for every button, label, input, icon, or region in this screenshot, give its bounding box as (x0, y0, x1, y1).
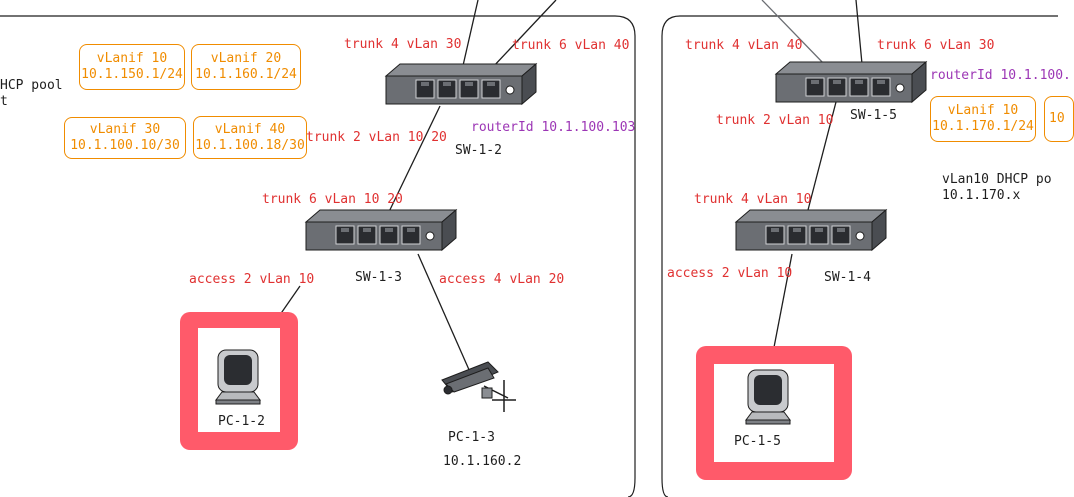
cctv-camera-icon (441, 361, 516, 412)
link-label-trunk-4-vlan-40: trunk 4 vLan 40 (685, 38, 803, 53)
link-label-trunk-6-vlan-10-20: trunk 6 vLan 10 20 (262, 192, 403, 207)
link-label-trunk-6-vlan-40: trunk 6 vLan 40 (512, 38, 630, 53)
link-label-trunk-4-vlan-30: trunk 4 vLan 30 (344, 37, 462, 52)
monitor-pc-icon-pc-1-2 (215, 349, 261, 405)
vlanif-box-right-10: vLanif 10 10.1.170.1/24 (930, 96, 1036, 142)
link-label-trunk-4-vlan-10: trunk 4 vLan 10 (694, 192, 812, 207)
device-label-pc-1-2: PC-1-2 (218, 414, 265, 429)
link-sw15-sw14 (807, 101, 837, 211)
right-group-container (661, 15, 1058, 497)
dhcp-note-right-line1: vLan10 DHCP po (942, 172, 1052, 187)
vlanif-box-10: vLanif 10 10.1.150.1/24 (79, 44, 185, 90)
link-sw15-up-a (761, 0, 827, 67)
router-id-sw-1-5: routerId 10.1.100. (930, 68, 1071, 83)
router-id-sw-1-2: routerId 10.1.100.103 (471, 120, 636, 135)
device-label-pc-1-3: PC-1-3 (448, 430, 495, 445)
link-sw12-up-b (491, 0, 557, 69)
device-label-sw-1-3: SW-1-3 (355, 270, 402, 285)
switch-icon-sw-1-3 (305, 209, 457, 251)
link-sw12-up-a (461, 0, 479, 71)
vlanif-box-20: vLanif 20 10.1.160.1/24 (191, 44, 301, 90)
dhcp-note-left-line2: t (0, 94, 8, 109)
link-label-access-2-vlan-10: access 2 vLan 10 (189, 272, 315, 287)
dhcp-note-left-line1: HCP pool (0, 78, 63, 93)
vlanif-box-right-partial: 10 (1044, 96, 1074, 142)
device-label-sw-1-2: SW-1-2 (455, 143, 502, 158)
link-label-access-2-vlan-10-right: access 2 vLan 10 (667, 266, 793, 281)
link-sw15-up-b (855, 0, 863, 65)
vlanif-box-40: vLanif 40 10.1.100.18/30 (193, 116, 307, 159)
switch-icon-sw-1-2 (385, 63, 537, 105)
device-label-sw-1-5: SW-1-5 (850, 108, 897, 123)
switch-icon-sw-1-4 (735, 209, 887, 251)
monitor-pc-icon-pc-1-5 (745, 369, 791, 425)
dhcp-note-right-line2: 10.1.170.x (942, 188, 1021, 203)
device-label-sw-1-4: SW-1-4 (824, 270, 871, 285)
link-label-trunk-6-vlan-30: trunk 6 vLan 30 (877, 38, 995, 53)
device-label-pc-1-5: PC-1-5 (734, 434, 781, 449)
left-group-container (0, 15, 636, 497)
device-ip-pc-1-3: 10.1.160.2 (443, 454, 522, 469)
link-label-trunk-2-vlan-10-20: trunk 2 vLan 10 20 (306, 130, 447, 145)
link-label-access-4-vlan-20: access 4 vLan 20 (439, 272, 565, 287)
switch-icon-sw-1-5 (775, 61, 927, 103)
link-sw12-sw13 (385, 105, 441, 219)
link-sw13-pc13 (417, 253, 471, 373)
vlanif-box-30: vLanif 30 10.1.100.10/30 (64, 117, 186, 159)
right-links (761, 0, 863, 369)
link-label-trunk-2-vlan-10: trunk 2 vLan 10 (716, 113, 834, 128)
